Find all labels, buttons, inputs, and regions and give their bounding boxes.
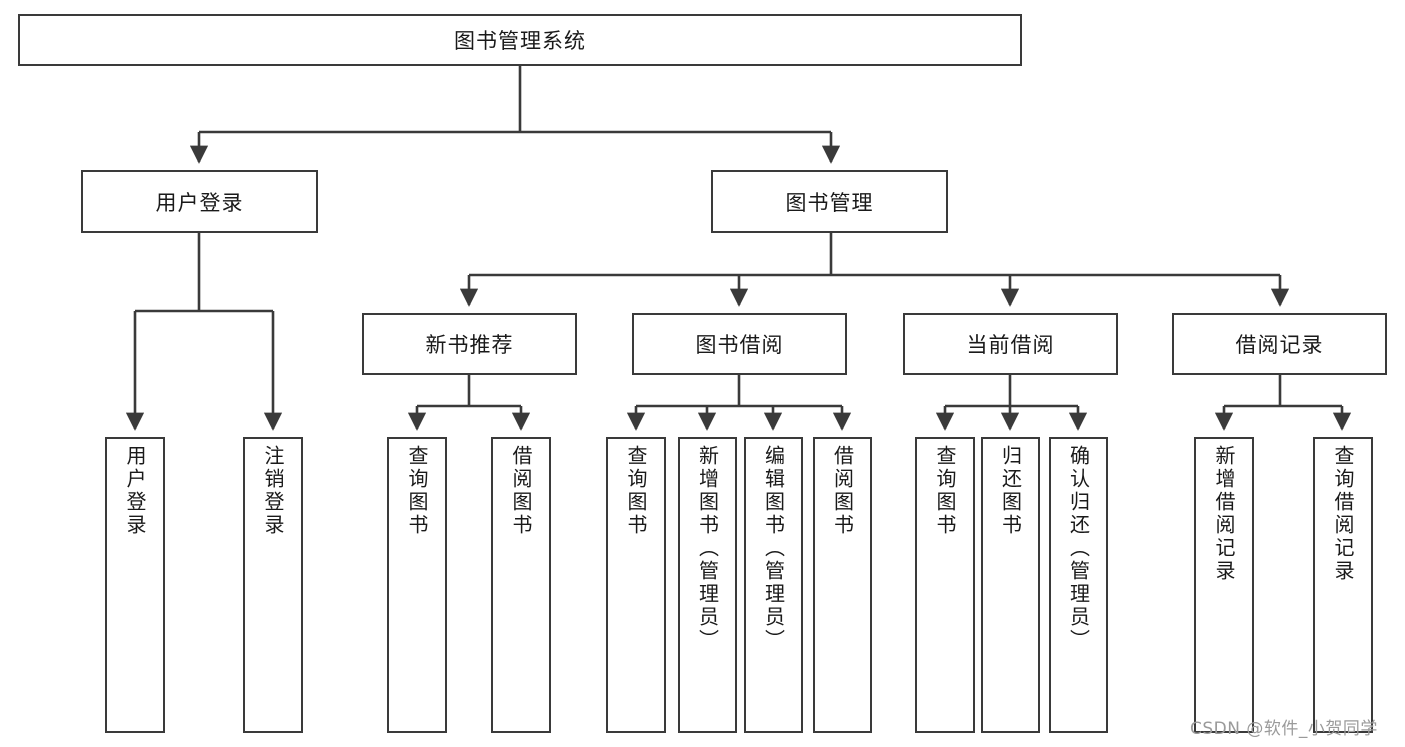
node-current-borrow[interactable]: 当前借阅 (903, 313, 1118, 375)
node-borrow-record-label: 借阅记录 (1235, 333, 1324, 357)
leaf-recommend-query-book-label: 查询图书 (405, 445, 429, 537)
node-book-borrow-label: 图书借阅 (695, 333, 784, 357)
leaf-recommend-borrow-book-label: 借阅图书 (509, 445, 533, 537)
leaf-borrow-borrow-book-label: 借阅图书 (830, 445, 855, 537)
leaf-record-add-borrow-record-label: 新增借阅记录 (1212, 445, 1236, 583)
node-root-system[interactable]: 图书管理系统 (18, 14, 1022, 66)
node-book-management-label: 图书管理 (785, 190, 874, 215)
leaf-current-query-book-label: 查询图书 (933, 445, 957, 537)
leaf-recommend-query-book[interactable]: 查询图书 (387, 437, 447, 733)
leaf-current-confirm-return-admin[interactable]: 确认归还（管理员） (1049, 437, 1108, 733)
node-root-label: 图书管理系统 (454, 29, 586, 53)
leaf-logout[interactable]: 注销登录 (243, 437, 303, 733)
node-user-login[interactable]: 用户登录 (81, 170, 318, 233)
leaf-borrow-add-book-admin[interactable]: 新增图书（管理员） (678, 437, 737, 733)
node-new-book-recommend[interactable]: 新书推荐 (362, 313, 577, 375)
leaf-record-add-borrow-record[interactable]: 新增借阅记录 (1194, 437, 1254, 733)
watermark-csdn: CSDN @软件_小贺同学 (1190, 719, 1378, 739)
leaf-borrow-query-book-label: 查询图书 (624, 445, 648, 537)
leaf-current-query-book[interactable]: 查询图书 (915, 437, 975, 733)
leaf-record-query-borrow-record-label: 查询借阅记录 (1331, 445, 1355, 583)
node-new-book-recommend-label: 新书推荐 (425, 333, 514, 357)
leaf-borrow-query-book[interactable]: 查询图书 (606, 437, 666, 733)
node-borrow-record[interactable]: 借阅记录 (1172, 313, 1387, 375)
leaf-current-return-book-label: 归还图书 (998, 445, 1023, 537)
node-user-login-label: 用户登录 (155, 190, 244, 215)
node-book-borrow[interactable]: 图书借阅 (632, 313, 847, 375)
leaf-borrow-edit-book-admin-label: 编辑图书（管理员） (761, 445, 786, 652)
leaf-borrow-edit-book-admin[interactable]: 编辑图书（管理员） (744, 437, 803, 733)
leaf-current-confirm-return-admin-label: 确认归还（管理员） (1066, 445, 1091, 652)
leaf-logout-label: 注销登录 (261, 445, 285, 537)
leaf-user-login[interactable]: 用户登录 (105, 437, 165, 733)
node-book-management[interactable]: 图书管理 (711, 170, 948, 233)
node-current-borrow-label: 当前借阅 (966, 333, 1055, 357)
leaf-user-login-label: 用户登录 (123, 445, 147, 537)
leaf-borrow-add-book-admin-label: 新增图书（管理员） (695, 445, 720, 652)
leaf-record-query-borrow-record[interactable]: 查询借阅记录 (1313, 437, 1373, 733)
leaf-borrow-borrow-book[interactable]: 借阅图书 (813, 437, 872, 733)
leaf-current-return-book[interactable]: 归还图书 (981, 437, 1040, 733)
leaf-recommend-borrow-book[interactable]: 借阅图书 (491, 437, 551, 733)
